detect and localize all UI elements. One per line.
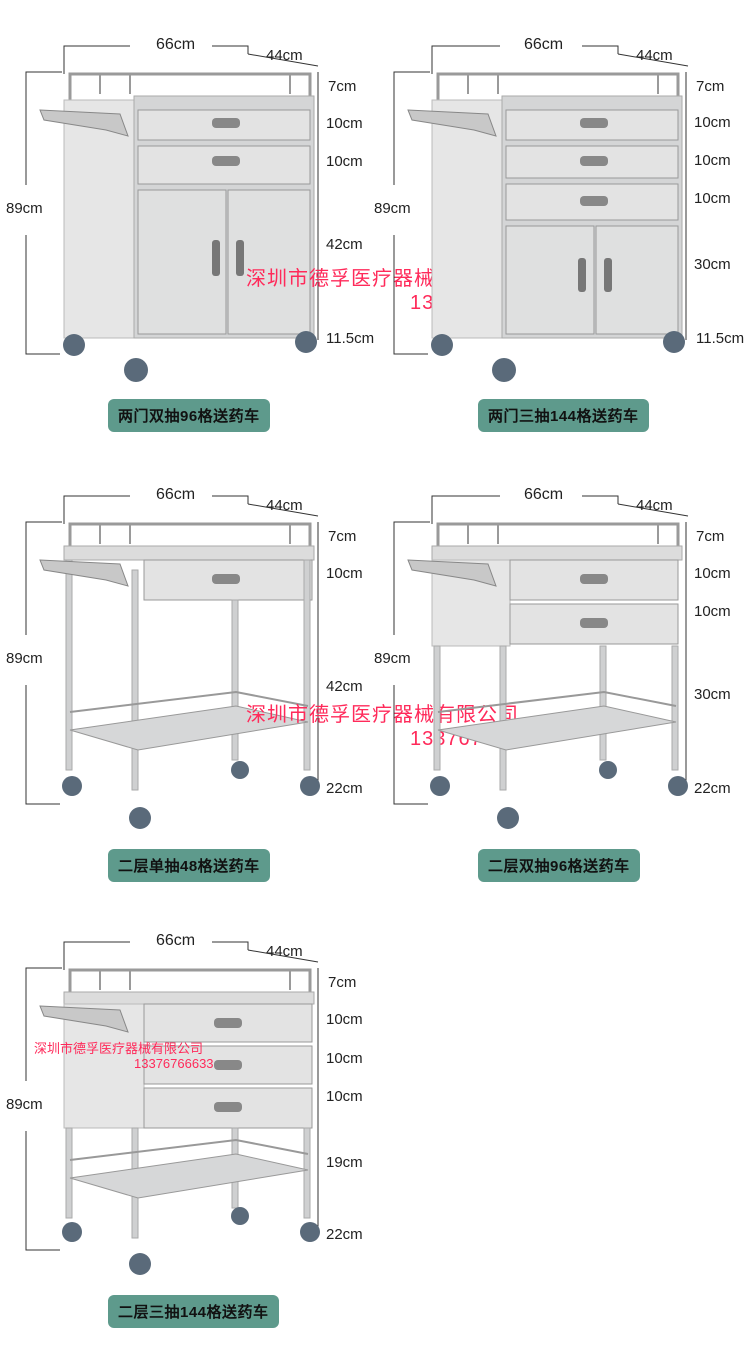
segment-5: 30cm (694, 256, 731, 273)
width-dimension: 66cm (524, 486, 564, 503)
product-panel-1: 66cm 44cm 89cm 7cm 10cm 10cm 42cm 11.5cm… (0, 30, 542, 470)
segment-3: 10cm (694, 603, 731, 620)
depth-dimension: 44cm (266, 497, 303, 514)
width-dimension: 66cm (524, 36, 564, 53)
segment-4: 10cm (694, 190, 731, 207)
segment-1: 7cm (328, 974, 357, 991)
cart-illustration (25, 495, 320, 829)
height-dimension: 89cm (6, 1096, 43, 1113)
depth-dimension: 44cm (636, 497, 673, 514)
width-dimension: 66cm (156, 36, 196, 53)
segment-2: 10cm (326, 565, 363, 582)
segment-4: 22cm (326, 780, 363, 797)
segment-3: 10cm (326, 153, 363, 170)
cart-illustration (393, 45, 689, 382)
segment-2: 10cm (694, 565, 731, 582)
segment-3: 10cm (326, 1050, 363, 1067)
segment-5: 19cm (326, 1154, 363, 1171)
segment-2: 10cm (326, 115, 363, 132)
cart-illustration (25, 45, 319, 382)
depth-dimension: 44cm (266, 47, 303, 64)
product-name-label: 两门三抽144格送药车 (478, 399, 649, 432)
depth-dimension: 44cm (266, 943, 303, 960)
height-dimension: 89cm (374, 650, 411, 667)
segment-6: 11.5cm (696, 330, 745, 347)
height-dimension: 89cm (6, 650, 43, 667)
segment-5: 22cm (694, 780, 731, 797)
product-panel-3: 66cm 44cm 89cm 7cm 10cm 42cm 22cm 深圳市德孚医… (0, 480, 542, 920)
width-dimension: 66cm (156, 486, 196, 503)
segment-1: 7cm (328, 78, 357, 95)
height-dimension: 89cm (374, 200, 411, 217)
watermark-phone: 13376766633 (134, 1056, 214, 1071)
product-panel-4: 66cm 44cm 89cm 7cm 10cm 10cm 30cm 22cm 二… (370, 480, 740, 920)
watermark-company: 深圳市德孚医疗器械有限公司 (34, 1041, 204, 1056)
segment-6: 22cm (326, 1226, 363, 1243)
cart-illustration (25, 941, 320, 1275)
product-name-label: 两门双抽96格送药车 (108, 399, 270, 432)
product-name-label: 二层单抽48格送药车 (108, 849, 270, 882)
product-panel-5: 66cm 44cm 89cm 7cm 10cm 10cm 10cm 19cm 2… (0, 926, 370, 1366)
segment-3: 10cm (694, 152, 731, 169)
segment-1: 7cm (696, 78, 725, 95)
height-dimension: 89cm (6, 200, 43, 217)
segment-4: 42cm (326, 236, 363, 253)
segment-1: 7cm (696, 528, 725, 545)
segment-1: 7cm (328, 528, 357, 545)
depth-dimension: 44cm (636, 47, 673, 64)
cart-illustration (393, 495, 689, 829)
segment-3: 42cm (326, 678, 363, 695)
segment-5: 11.5cm (326, 330, 375, 347)
segment-4: 10cm (326, 1088, 363, 1105)
product-panel-2: 66cm 44cm 89cm 7cm 10cm 10cm 10cm 30cm 1… (370, 30, 744, 470)
segment-2: 10cm (694, 114, 731, 131)
segment-4: 30cm (694, 686, 731, 703)
product-name-label: 二层三抽144格送药车 (108, 1295, 279, 1328)
segment-2: 10cm (326, 1011, 363, 1028)
product-name-label: 二层双抽96格送药车 (478, 849, 640, 882)
watermark-company: 深圳市德孚医疗器械有限公司 (246, 704, 519, 726)
width-dimension: 66cm (156, 932, 196, 949)
